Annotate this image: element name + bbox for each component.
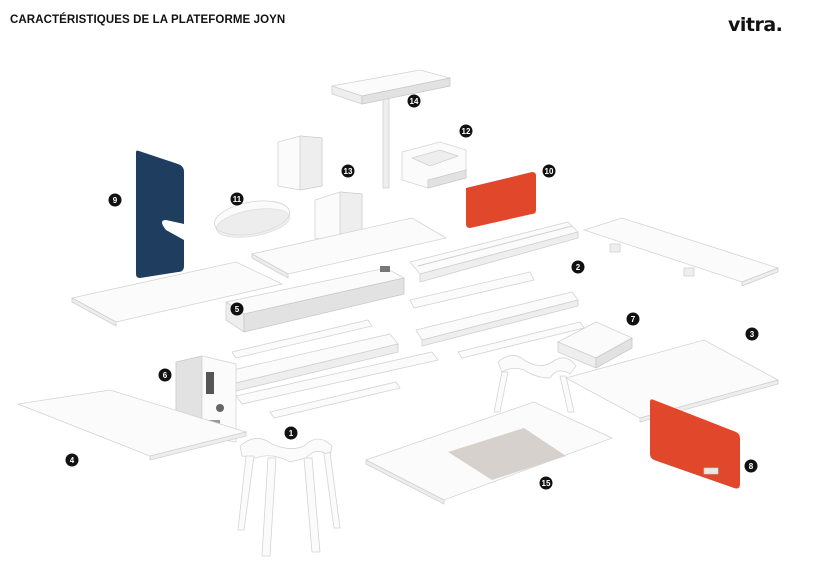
callout-12: 12 (459, 124, 473, 138)
mid-tray-upper (409, 271, 535, 309)
callout-6: 6 (158, 368, 172, 382)
page-title: CARACTÉRISTIQUES DE LA PLATEFORME JOYN (10, 14, 286, 26)
right-trestle-leg (493, 355, 577, 413)
callout-11: 11 (230, 192, 244, 206)
lower-tray-2 (235, 351, 439, 405)
callout-13: 13 (341, 164, 355, 178)
svg-text:9: 9 (113, 196, 118, 205)
callout-14: 14 (407, 94, 421, 108)
svg-text:2: 2 (576, 263, 581, 272)
svg-text:3: 3 (750, 330, 755, 339)
part-1-trestle-leg (237, 438, 341, 557)
lower-cable-tray (223, 333, 399, 385)
callout-15: 15 (539, 476, 553, 490)
part-7-cable-basket (557, 321, 633, 369)
svg-text:6: 6 (163, 371, 168, 380)
part-15-tabletop-with-mat (364, 401, 614, 505)
svg-text:7: 7 (631, 315, 636, 324)
svg-text:8: 8 (749, 462, 754, 471)
svg-text:13: 13 (344, 167, 353, 176)
lower-rail (269, 381, 401, 419)
part-10-red-screen (466, 172, 536, 228)
part-9-navy-screen (136, 150, 184, 278)
callout-5: 5 (230, 302, 244, 316)
callout-7: 7 (626, 312, 640, 326)
svg-text:1: 1 (289, 429, 294, 438)
callout-4: 4 (65, 453, 79, 467)
svg-text:11: 11 (233, 195, 242, 204)
callout-3: 3 (745, 327, 759, 341)
part-13-organiser (277, 135, 363, 243)
callout-8: 8 (744, 459, 758, 473)
svg-text:14: 14 (410, 97, 419, 106)
part-8-red-screen (650, 399, 740, 489)
part-2-cable-tray (409, 221, 579, 283)
part-5-power-beam (224, 266, 406, 333)
callout-9: 9 (108, 193, 122, 207)
svg-text:10: 10 (545, 167, 554, 176)
part-12-tray (401, 141, 467, 189)
part-14-lamp (331, 69, 451, 189)
callout-10: 10 (542, 164, 556, 178)
callout-1: 1 (284, 426, 298, 440)
mid-rail-left (231, 319, 373, 359)
callout-2: 2 (571, 260, 585, 274)
svg-text:5: 5 (235, 305, 240, 314)
svg-text:4: 4 (70, 456, 75, 465)
vitra-logo: vitra. (728, 14, 783, 36)
svg-text:15: 15 (542, 479, 551, 488)
svg-text:12: 12 (462, 127, 471, 136)
